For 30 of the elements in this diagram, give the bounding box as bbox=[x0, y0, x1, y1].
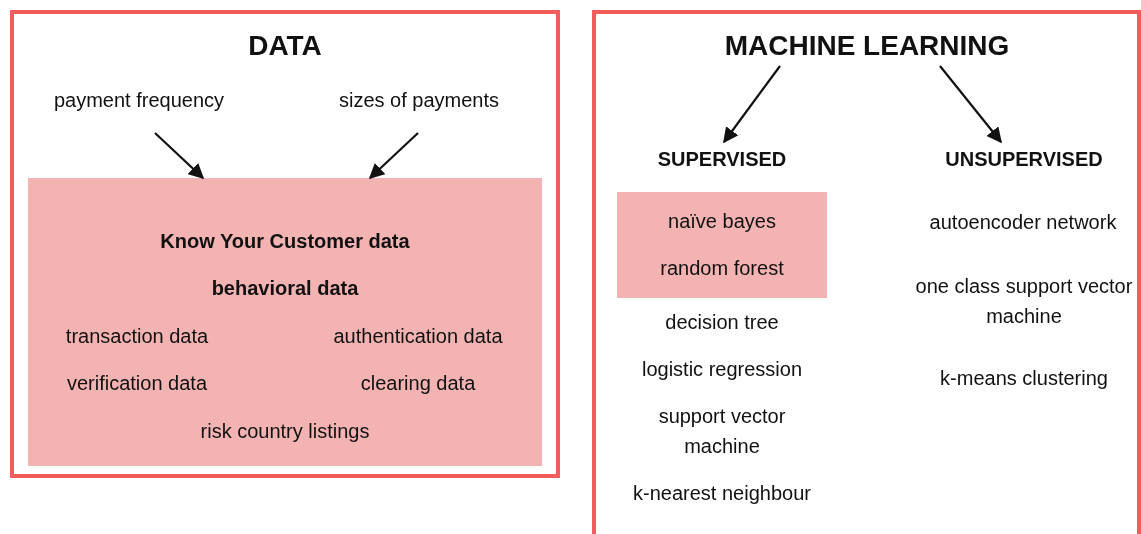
arrow bbox=[939, 65, 1002, 144]
algorithm-name: decision tree bbox=[665, 310, 779, 335]
category-heading: SUPERVISED bbox=[657, 147, 787, 172]
algorithm-name: k-means clustering bbox=[939, 366, 1109, 391]
arrow bbox=[723, 65, 781, 144]
highlight-box bbox=[617, 192, 827, 298]
algorithm-name: logistic regression bbox=[641, 357, 803, 382]
panel-title: MACHINE LEARNING bbox=[724, 31, 1010, 61]
panel-title: DATA bbox=[248, 31, 322, 61]
data-item: random forest bbox=[660, 256, 784, 281]
arrow bbox=[368, 132, 419, 180]
data-item: naïve bayes bbox=[668, 209, 776, 234]
panel bbox=[592, 10, 1141, 534]
arrow bbox=[154, 132, 205, 180]
data-item: risk country listings bbox=[200, 419, 370, 444]
data-item: clearing data bbox=[360, 371, 476, 396]
data-item: transaction data bbox=[65, 324, 209, 349]
algorithm-name: support vector machine bbox=[657, 404, 787, 459]
panel bbox=[10, 10, 560, 478]
highlight-box bbox=[28, 178, 542, 466]
data-item: authentication data bbox=[333, 324, 503, 349]
algorithm-name: one class support vector machine bbox=[914, 274, 1134, 329]
data-item: behavioral data bbox=[211, 276, 359, 301]
algorithm-name: k-nearest neighbour bbox=[633, 481, 811, 506]
algorithm-name: autoencoder network bbox=[928, 210, 1118, 235]
data-item: Know Your Customer data bbox=[160, 229, 410, 254]
category-heading: UNSUPERVISED bbox=[945, 147, 1103, 172]
data-item: verification data bbox=[66, 371, 208, 396]
source-label: payment frequency bbox=[53, 88, 225, 113]
source-label: sizes of payments bbox=[338, 88, 500, 113]
